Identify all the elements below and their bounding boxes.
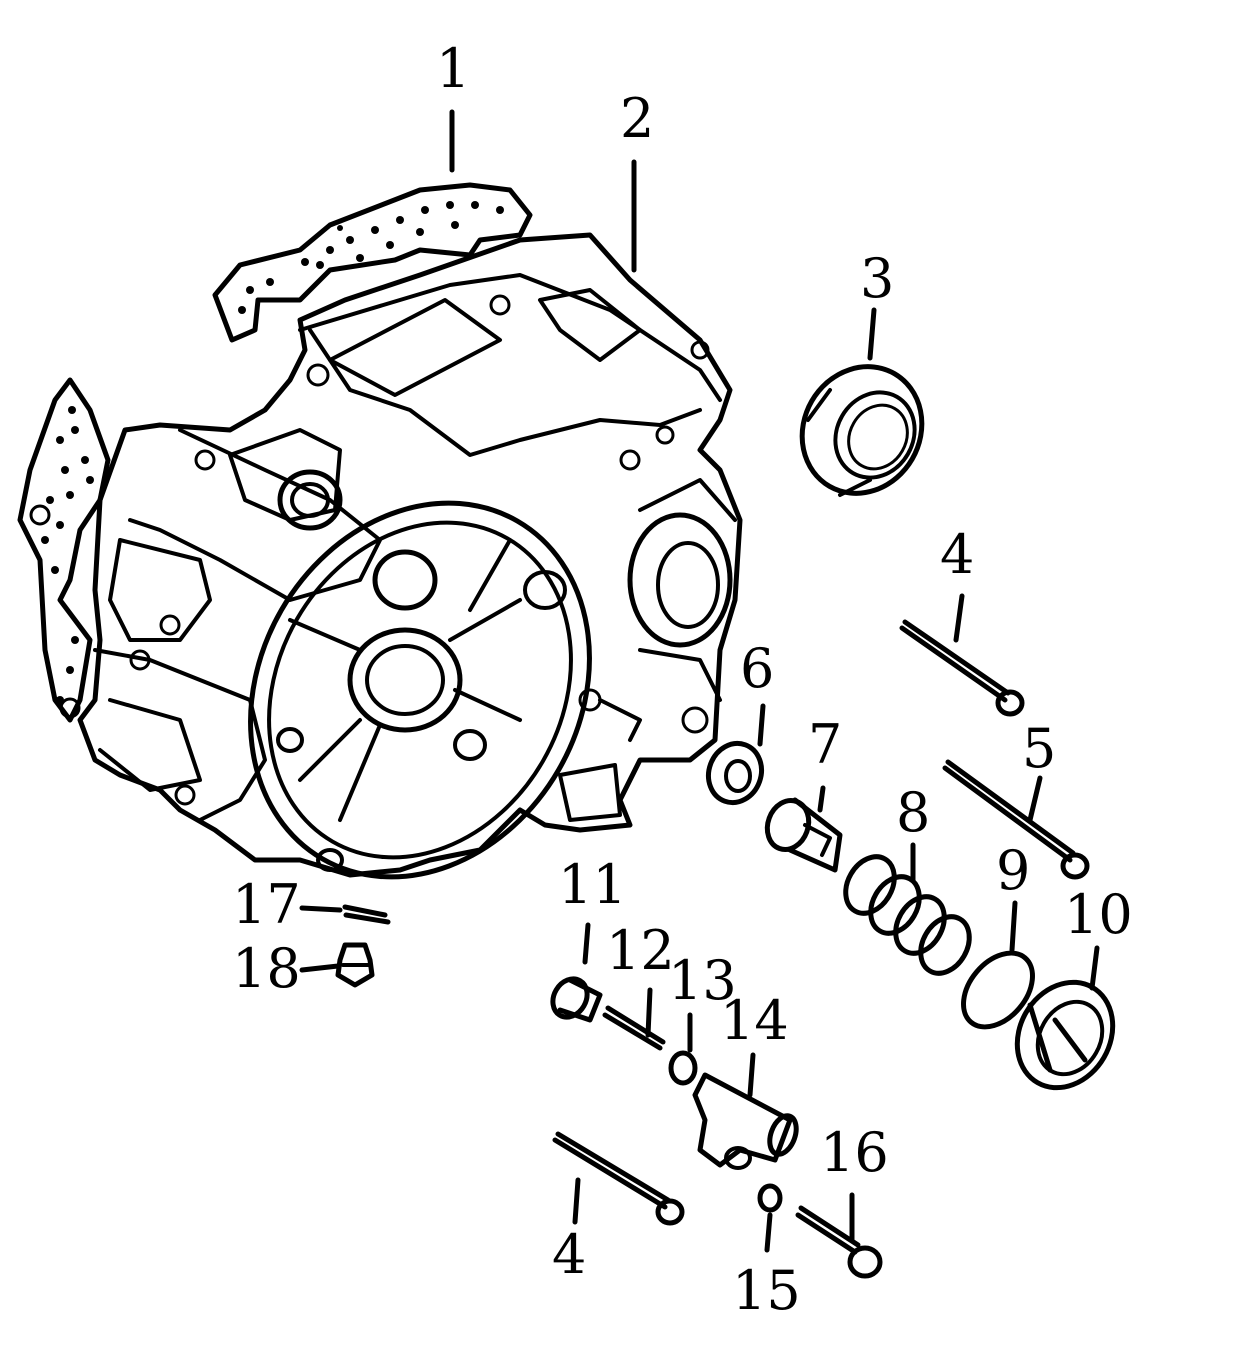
pin-part-12 (602, 1005, 666, 1051)
label-part-1: 1 (436, 37, 471, 100)
piston-part-7 (764, 797, 843, 873)
label-part-9: 9 (996, 839, 1031, 902)
leader-lines (299, 109, 1100, 1253)
bolt-part-5 (942, 759, 1090, 880)
plug-part-18 (335, 942, 375, 988)
plug-part-11 (550, 976, 603, 1023)
bearing-part-3 (799, 364, 925, 497)
nut-part-15 (757, 1183, 783, 1213)
label-part-2: 2 (620, 87, 655, 150)
washer-part-13 (668, 1050, 698, 1086)
bolt-part-4-lower (552, 1131, 685, 1226)
label-part-15: 15 (732, 1259, 801, 1322)
label-part-6: 6 (740, 637, 775, 700)
label-part-10: 10 (1064, 883, 1133, 946)
label-part-5: 5 (1022, 717, 1057, 780)
screw-part-17 (342, 904, 391, 925)
label-part-7: 7 (808, 713, 843, 776)
label-part-4-upper: 4 (940, 523, 975, 586)
label-part-14: 14 (720, 989, 789, 1052)
cylinder-part-14 (692, 1072, 799, 1170)
label-part-17: 17 (232, 873, 301, 936)
label-part-12: 12 (606, 919, 675, 982)
cap-part-10 (1014, 979, 1116, 1091)
label-part-13: 13 (668, 949, 737, 1012)
crankcase-part-2 (29, 232, 743, 880)
gasket-part-1 (17, 182, 533, 723)
label-part-18: 18 (232, 937, 301, 1000)
bolt-part-4-upper (899, 619, 1025, 717)
o-ring-part-9 (961, 950, 1035, 1030)
bolt-part-16 (795, 1205, 883, 1279)
label-part-4-lower: 4 (552, 1223, 587, 1286)
spring-part-8 (843, 854, 972, 976)
label-part-3: 3 (860, 247, 895, 310)
seal-part-6 (706, 740, 764, 806)
label-part-11: 11 (558, 853, 627, 916)
label-part-8: 8 (896, 781, 931, 844)
label-part-16: 16 (820, 1121, 889, 1184)
